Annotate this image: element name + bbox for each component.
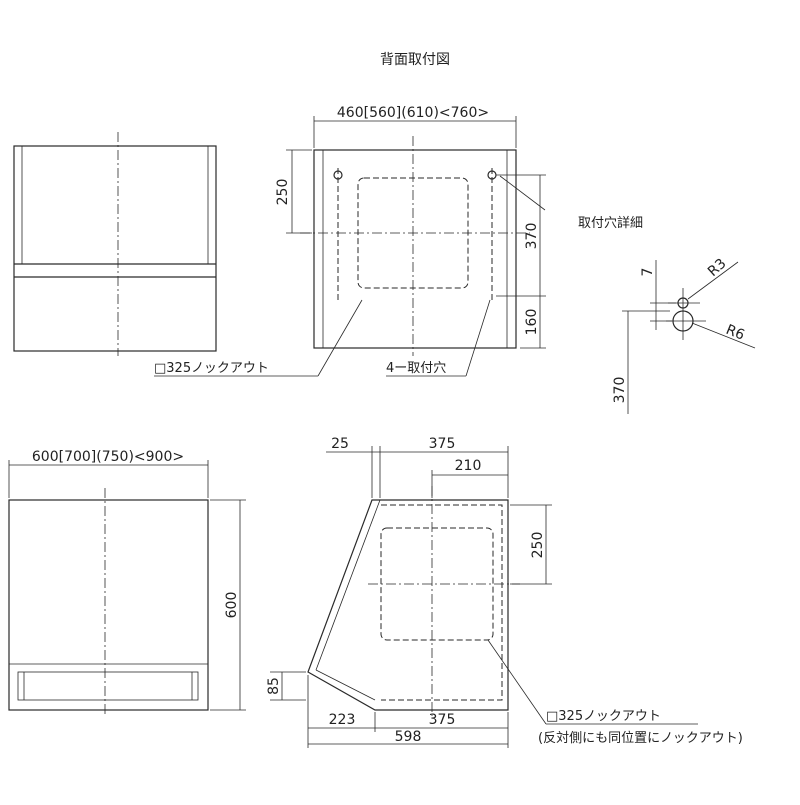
rear-dim-160: 160 bbox=[524, 309, 540, 336]
side-knockout-note: (反対側にも同位置にノックアウト) bbox=[538, 731, 743, 746]
detail-r3: R3 bbox=[705, 256, 730, 280]
mount-hole-icon bbox=[333, 168, 497, 300]
drawing-title: 背面取付図 bbox=[380, 52, 450, 68]
front-height-dimension: 600 bbox=[224, 592, 240, 619]
side-knockout-label: □325ノックアウト bbox=[546, 709, 661, 724]
top-front-view bbox=[13, 132, 217, 356]
detail-dim-7: 7 bbox=[640, 268, 656, 277]
rear-width-dimension: 460[560](610)<760> bbox=[337, 105, 489, 121]
side-dim-223: 223 bbox=[329, 712, 356, 728]
side-dim-210: 210 bbox=[455, 458, 482, 474]
side-dim-375-bottom: 375 bbox=[429, 712, 456, 728]
side-dim-598: 598 bbox=[395, 729, 422, 745]
detail-title: 取付穴詳細 bbox=[578, 215, 643, 231]
side-view: 25 375 210 250 85 223 375 598 □325ノックアウト… bbox=[266, 436, 743, 748]
detail-dim-370: 370 bbox=[612, 377, 628, 404]
rear-knockout-label: □325ノックアウト bbox=[154, 361, 269, 376]
side-dim-250: 250 bbox=[530, 532, 546, 559]
rear-dim-370: 370 bbox=[524, 223, 540, 250]
side-knockout-square bbox=[380, 527, 494, 641]
bottom-front-view: 600[700](750)<900> 600 bbox=[8, 449, 246, 715]
mount-holes-label: 4ー取付穴 bbox=[386, 361, 446, 376]
front-width-dimension: 600[700](750)<900> bbox=[32, 449, 184, 465]
mounting-hole-detail: 取付穴詳細 R3 R6 7 370 bbox=[578, 215, 756, 414]
detail-r6: R6 bbox=[724, 322, 747, 344]
side-dim-85: 85 bbox=[266, 677, 282, 695]
side-dim-375-top: 375 bbox=[429, 436, 456, 452]
side-dim-25: 25 bbox=[331, 436, 349, 452]
rear-dim-250: 250 bbox=[275, 179, 291, 206]
rear-view: 460[560](610)<760> 250 370 160 □325ノックアウ… bbox=[154, 105, 546, 377]
